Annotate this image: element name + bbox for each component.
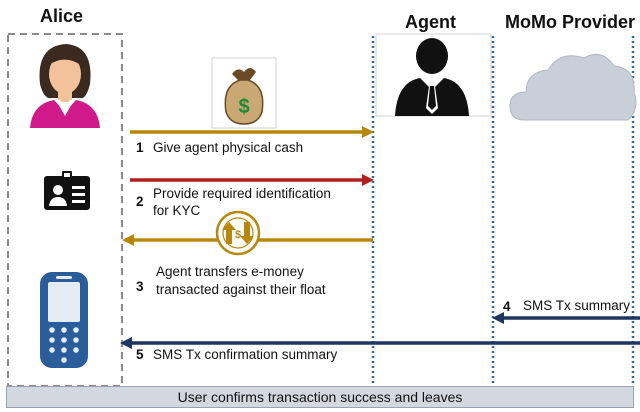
exchange-symbol: $ xyxy=(235,229,241,241)
step-5-number: 5 xyxy=(136,347,144,362)
phone-icon xyxy=(40,272,88,368)
step-2-label-line-1: Provide required identification xyxy=(153,186,331,201)
arrow-head-step-5 xyxy=(120,337,132,349)
footer-banner: User confirms transaction success and le… xyxy=(6,386,634,408)
step-3-label-line-1: Agent transfers e-money xyxy=(156,264,304,279)
step-4-number: 4 xyxy=(503,299,511,314)
step-2-number: 2 xyxy=(136,194,144,209)
step-1-label: Give agent physical cash xyxy=(153,140,304,155)
step-4-label: SMS Tx summary xyxy=(523,298,631,313)
arrow-head-step-1 xyxy=(362,126,374,138)
money-bag-icon: $ xyxy=(211,57,277,129)
alice-avatar-icon xyxy=(30,44,100,128)
agent-icon xyxy=(395,38,469,116)
arrow-head-step-4 xyxy=(492,312,504,324)
agent-title: Agent xyxy=(405,12,456,32)
money-bag-symbol: $ xyxy=(238,96,249,118)
alice-title: Alice xyxy=(40,6,84,26)
provider-title: MoMo Provider xyxy=(505,12,636,32)
cloud-icon xyxy=(509,53,637,121)
exchange-icon: $ xyxy=(215,210,261,256)
step-5-label: SMS Tx confirmation summary xyxy=(153,347,338,362)
step-2-label-line-2: for KYC xyxy=(153,203,201,218)
step-1-number: 1 xyxy=(136,140,144,155)
step-3-number: 3 xyxy=(136,279,144,294)
arrow-head-step-3 xyxy=(122,234,134,246)
step-3-label-line-2: transacted against their float xyxy=(156,282,326,297)
id-card-icon xyxy=(44,171,90,210)
arrow-head-step-2 xyxy=(362,174,374,186)
